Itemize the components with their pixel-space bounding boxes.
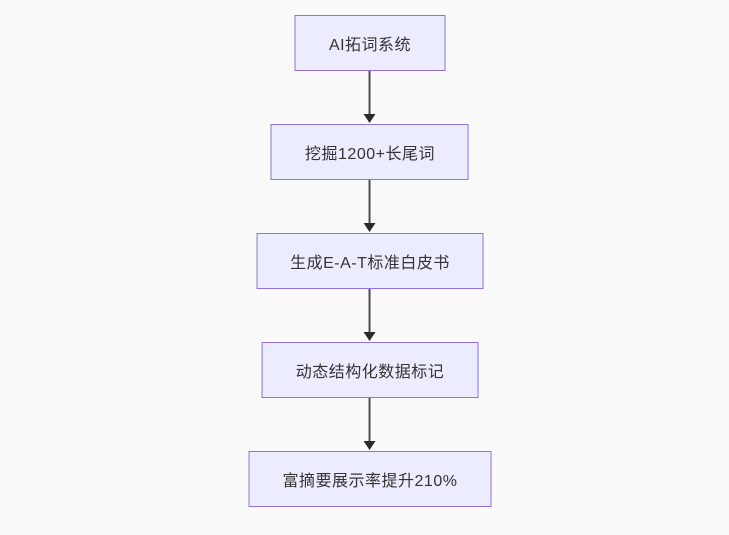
arrow-down-icon xyxy=(364,398,376,451)
flow-node-ai-expansion: AI拓词系统 xyxy=(294,15,446,71)
flow-node-label: 挖掘1200+长尾词 xyxy=(305,146,435,163)
arrow-head xyxy=(364,332,376,341)
arrow-head xyxy=(364,114,376,123)
arrow-line xyxy=(369,180,371,224)
arrow-head xyxy=(364,223,376,232)
arrow-down-icon xyxy=(364,180,376,233)
arrow-down-icon xyxy=(364,71,376,124)
flow-node-label: 动态结构化数据标记 xyxy=(295,364,445,381)
flow-node-label: 富摘要展示率提升210% xyxy=(282,473,458,490)
flowchart: AI拓词系统 挖掘1200+长尾词 生成E-A-T标准白皮书 动态结构化数据标记… xyxy=(248,15,492,507)
flow-node-rich-snippet-result: 富摘要展示率提升210% xyxy=(248,451,492,507)
arrow-head xyxy=(364,441,376,450)
flow-node-eat-whitepaper: 生成E-A-T标准白皮书 xyxy=(256,233,484,289)
flow-node-structured-data: 动态结构化数据标记 xyxy=(261,342,479,398)
arrow-line xyxy=(369,71,371,115)
arrow-line xyxy=(369,398,371,442)
arrow-down-icon xyxy=(364,289,376,342)
flow-node-label: 生成E-A-T标准白皮书 xyxy=(290,255,450,272)
arrow-line xyxy=(369,289,371,333)
flow-node-longtail-mining: 挖掘1200+长尾词 xyxy=(271,124,469,180)
flow-node-label: AI拓词系统 xyxy=(328,37,412,54)
